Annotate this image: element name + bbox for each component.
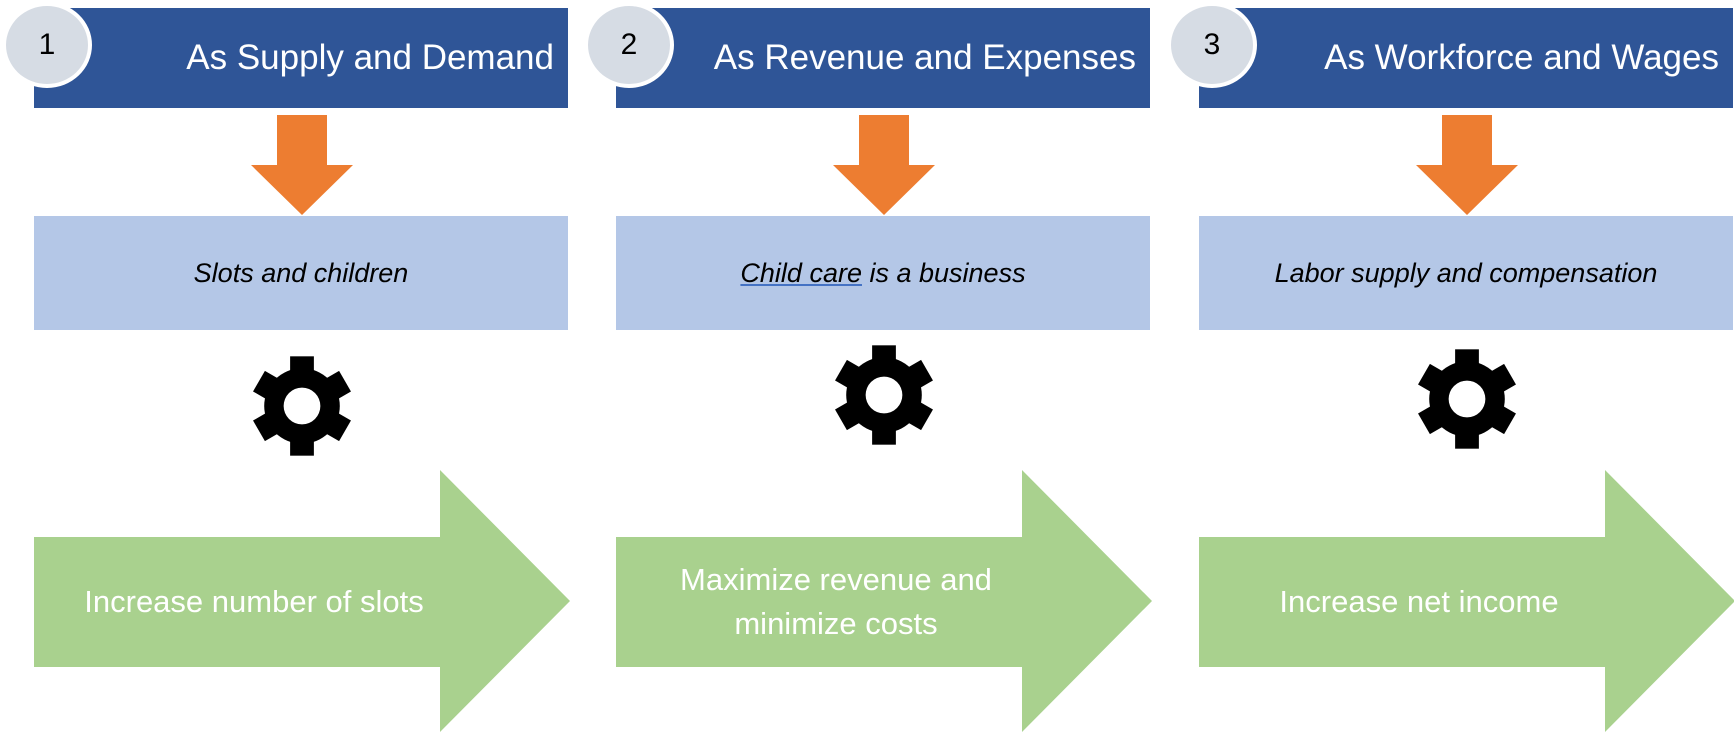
header-title: As Revenue and Expenses bbox=[713, 38, 1136, 77]
subtitle-box: Child care is a business bbox=[616, 216, 1150, 330]
green-right-arrow bbox=[34, 470, 570, 732]
orange-down-arrow-icon bbox=[833, 115, 935, 215]
header-title: As Workforce and Wages bbox=[1324, 38, 1719, 77]
header-title: As Supply and Demand bbox=[186, 38, 554, 77]
header-workforce-wages: As Workforce and Wages bbox=[1199, 8, 1733, 108]
subtitle-box: Slots and children bbox=[34, 216, 568, 330]
orange-down-arrow-icon bbox=[1416, 115, 1518, 215]
subtitle-text: Labor supply and compensation bbox=[1274, 257, 1658, 288]
green-right-arrow bbox=[616, 470, 1152, 732]
subtitle-rest-text: is a business bbox=[861, 257, 1026, 288]
subtitle-text: Child care is a business bbox=[740, 258, 1025, 289]
header-supply-demand: As Supply and Demand bbox=[34, 8, 568, 108]
goal-text: Increase net income bbox=[1279, 584, 1559, 619]
goal-text: Maximize revenue and minimize costs bbox=[680, 562, 992, 641]
orange-down-arrow-icon bbox=[251, 115, 353, 215]
green-right-arrow bbox=[1199, 470, 1734, 732]
gear-icon bbox=[835, 345, 933, 445]
step-number-badge: 1 bbox=[2, 2, 92, 88]
header-revenue-expenses: As Revenue and Expenses bbox=[616, 8, 1150, 108]
gear-icon bbox=[253, 356, 351, 456]
subtitle-box: Labor supply and compensation bbox=[1199, 216, 1733, 330]
step-number-badge: 3 bbox=[1167, 2, 1257, 88]
gear-icon bbox=[1418, 349, 1516, 449]
goal-text: Increase number of slots bbox=[84, 584, 424, 619]
column-2: As Revenue and Expenses 2 Child care is … bbox=[582, 0, 1152, 733]
subtitle-underlined-text: Child care bbox=[740, 257, 862, 288]
column-1: As Supply and Demand 1 Slots and childre… bbox=[0, 0, 570, 733]
subtitle-text: Slots and children bbox=[193, 257, 409, 288]
column-3: As Workforce and Wages 3 Labor supply an… bbox=[1165, 0, 1734, 733]
step-number-badge: 2 bbox=[584, 2, 674, 88]
